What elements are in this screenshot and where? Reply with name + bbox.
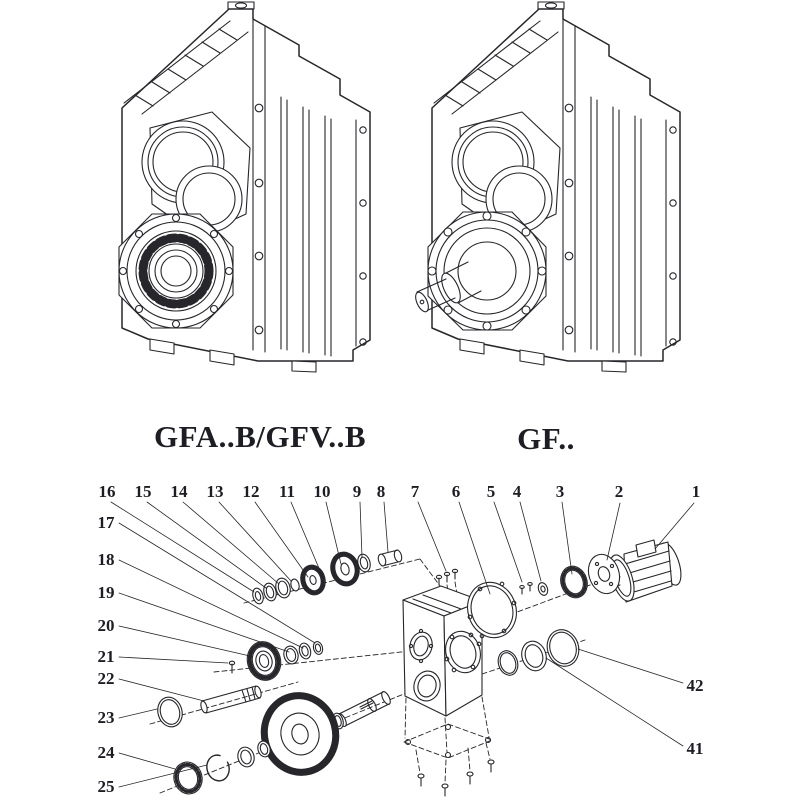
callout-42: 42 — [687, 676, 704, 695]
exploded-view-diagram — [110, 501, 695, 797]
callout-16: 16 — [99, 482, 116, 501]
callout-9: 9 — [353, 482, 362, 501]
callout-18: 18 — [98, 550, 115, 569]
callout-13: 13 — [207, 482, 224, 501]
callout-1: 1 — [692, 482, 701, 501]
leader-lines — [110, 501, 695, 788]
callout-22: 22 — [98, 669, 115, 688]
callout-14: 14 — [171, 482, 189, 501]
callout-11: 11 — [279, 482, 295, 501]
callout-3: 3 — [556, 482, 565, 501]
callout-23: 23 — [98, 708, 115, 727]
intermediate-gear-parts — [228, 641, 324, 681]
callout-12: 12 — [243, 482, 260, 501]
callout-21: 21 — [98, 647, 115, 666]
callout-8: 8 — [377, 482, 386, 501]
callout-41: 41 — [687, 739, 704, 758]
callout-20: 20 — [98, 616, 115, 635]
output-shaft-parts — [173, 691, 391, 795]
callout-24: 24 — [98, 743, 116, 762]
seal-ring-parts — [497, 629, 580, 676]
gearbox-drawing-gf — [415, 1, 681, 373]
bottom-cover-parts — [403, 723, 495, 797]
callout-numbers: 16 15 14 13 12 11 10 9 8 7 6 5 4 3 2 1 1… — [98, 482, 704, 796]
motor-assembly — [467, 539, 682, 639]
callout-6: 6 — [452, 482, 461, 501]
gear-housing — [402, 585, 483, 717]
input-shaft-parts — [252, 549, 459, 605]
left-model-label: GFA..B/GFV..B — [154, 419, 366, 454]
model-labels: GFA..B/GFV..B GF.. — [154, 419, 575, 456]
callout-4: 4 — [513, 482, 522, 501]
right-model-label: GF.. — [517, 421, 575, 456]
callout-17: 17 — [98, 513, 116, 532]
callout-5: 5 — [487, 482, 496, 501]
callout-19: 19 — [98, 583, 115, 602]
callout-7: 7 — [411, 482, 420, 501]
callout-25: 25 — [98, 777, 115, 796]
callout-10: 10 — [314, 482, 331, 501]
gearbox-drawing-gfab — [118, 1, 371, 373]
callout-15: 15 — [135, 482, 152, 501]
callout-2: 2 — [615, 482, 624, 501]
pinion-shaft-parts — [157, 685, 262, 728]
